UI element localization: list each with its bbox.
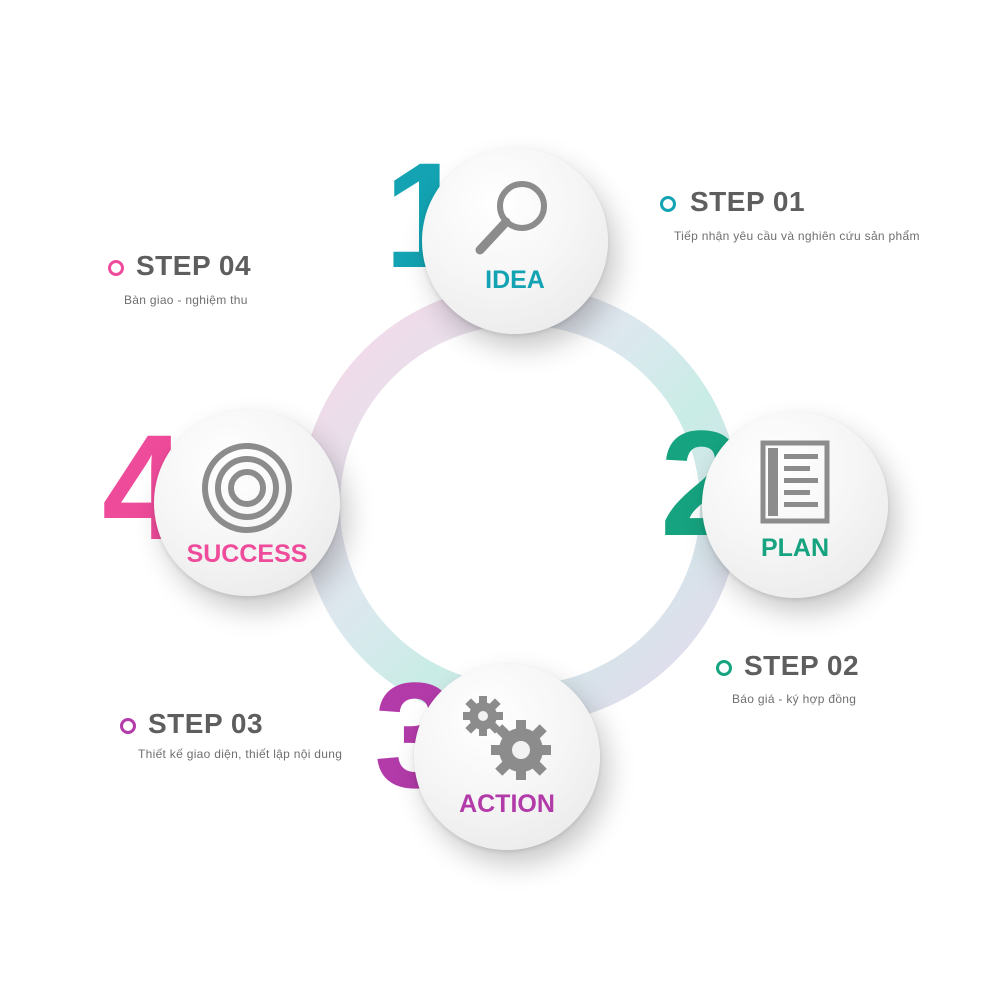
node-label-success: SUCCESS: [186, 540, 308, 568]
step-03-dot: [120, 718, 136, 734]
step-04-title: STEP 04: [136, 250, 252, 281]
node-success: SUCCESS: [154, 410, 340, 596]
node-label-action: ACTION: [459, 790, 555, 818]
step-02-desc: Báo giá - ký hợp đồng: [732, 692, 857, 706]
gears-icon: [463, 696, 551, 780]
step-04-desc: Bàn giao - nghiệm thu: [124, 293, 248, 307]
step-02-dot: [716, 660, 732, 676]
step-04-dot: [108, 260, 124, 276]
document-icon: [760, 440, 830, 524]
node-idea: IDEA: [422, 148, 608, 334]
step-01-title: STEP 01: [690, 186, 806, 217]
step-03-desc: Thiết kế giao diện, thiết lập nội dung: [138, 747, 343, 761]
node-label-plan: PLAN: [760, 534, 830, 562]
step-03-title: STEP 03: [148, 708, 264, 739]
magnifier-icon: [475, 181, 547, 255]
step-01-dot: [660, 196, 676, 212]
step-01-desc: Tiếp nhận yêu cầu và nghiên cứu sản phẩm: [674, 229, 920, 243]
node-label-idea: IDEA: [485, 266, 545, 294]
node-plan: PLAN: [702, 412, 888, 598]
target-icon: [202, 443, 292, 533]
step-02-title: STEP 02: [744, 650, 860, 681]
node-action: ACTION: [414, 664, 600, 850]
